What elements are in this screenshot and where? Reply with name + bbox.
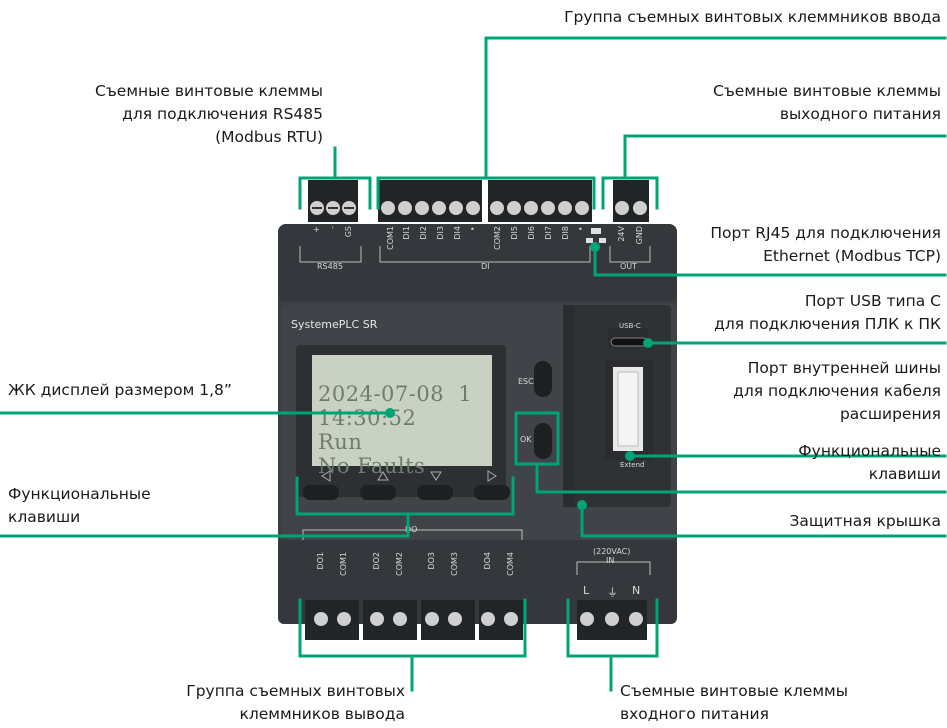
lcd-screen: [312, 355, 492, 466]
lcd-line: No Faults: [318, 454, 426, 478]
in-voltage-label: (220VAC): [593, 547, 631, 556]
up-key[interactable]: [360, 485, 396, 500]
di-label: DI: [481, 262, 490, 271]
annotation-line: входного питания: [620, 705, 769, 723]
annotation-line: клеммников вывода: [239, 705, 405, 723]
lcd-line: 14:30:52: [318, 406, 417, 430]
brand-label: SystemePLC SR: [291, 318, 378, 331]
do-label: DO: [405, 525, 418, 534]
annotation-bus: Порт внутренней шины для подключения каб…: [733, 357, 941, 426]
annotation-line: выходного питания: [779, 105, 941, 123]
annotation-line: Съемные винтовые клеммы: [95, 82, 323, 100]
annotation-lcd: ЖК дисплей размером 1,8”: [8, 381, 232, 399]
out-label: OUT: [620, 262, 638, 271]
do-terminal-block: [305, 600, 523, 640]
annotation-line: Съемные винтовые клеммы: [713, 82, 941, 100]
ok-label: OK: [520, 435, 532, 444]
left-key[interactable]: [303, 485, 339, 500]
extend-label: Extend: [620, 461, 645, 469]
in-term: N: [632, 584, 641, 597]
esc-key[interactable]: [534, 361, 552, 397]
di-terminal-block: [378, 180, 592, 222]
annotation-line: для подключения ПЛК к ПК: [714, 315, 941, 333]
annotation-line: клавиши: [868, 465, 941, 483]
ok-key[interactable]: [534, 423, 552, 459]
annotation-line: Съемные винтовые клеммы: [620, 682, 848, 700]
di-term: •: [470, 225, 475, 234]
annotation-output-power: Съемные винтовые клеммы выходного питани…: [713, 80, 941, 126]
annotation-rj45: Порт RJ45 для подключения Ethernet (Modb…: [710, 222, 941, 268]
lcd-text: 2024-07-08 1 14:30:52 Run No Faults: [318, 382, 488, 478]
rs485-terminal-block: [308, 180, 358, 222]
annotation-output-group: Группа съемных винтовых клеммников вывод…: [186, 680, 405, 726]
in-label: IN: [606, 556, 615, 565]
annotation-line: клавиши: [8, 508, 81, 526]
annotation-line: для подключения кабеля: [733, 382, 941, 400]
annotation-rs485: Съемные винтовые клеммы для подключения …: [95, 80, 323, 149]
annotation-line: Ethernet (Modbus TCP): [763, 247, 941, 265]
annotation-cover: Защитная крышка: [789, 512, 941, 530]
in-term: L: [583, 584, 590, 597]
annotation-func-left: Функциональные клавиши: [8, 483, 151, 529]
annotation-line: для подключения RS485: [122, 105, 323, 123]
annotation-line: (Modbus RTU): [215, 128, 323, 146]
annotation-input-power: Съемные винтовые клеммы входного питания: [620, 680, 848, 726]
lcd-line: 2024-07-08 1: [318, 382, 473, 406]
annotation-usb: Порт USB типа C для подключения ПЛК к ПК: [714, 290, 941, 336]
annotation-input-group: Группа съемных винтовых клеммников ввода: [564, 8, 941, 26]
annotation-line: Функциональные: [8, 485, 151, 503]
esc-label: ESC: [518, 377, 534, 386]
annotation-line: расширения: [839, 405, 941, 423]
in-terminal-block: [577, 600, 647, 640]
right-key[interactable]: [474, 485, 510, 500]
di-term: •: [578, 225, 583, 234]
in-term: ⏚: [607, 586, 618, 599]
out-terminal-block: [613, 180, 649, 222]
usb-label: USB-C: [619, 322, 641, 330]
annotation-line: Функциональные: [798, 442, 941, 460]
annotation-line: Порт внутренней шины: [747, 359, 941, 377]
annotation-line: Группа съемных винтовых: [186, 682, 405, 700]
annotation-line: Порт USB типа C: [804, 292, 941, 310]
lcd-line: Run: [318, 430, 363, 454]
down-key[interactable]: [417, 485, 453, 500]
rs485-label: RS485: [317, 262, 343, 271]
annotation-line: Порт RJ45 для подключения: [710, 224, 941, 242]
annotation-func-right: Функциональные клавиши: [798, 440, 941, 486]
rj45-icon: [586, 228, 606, 243]
